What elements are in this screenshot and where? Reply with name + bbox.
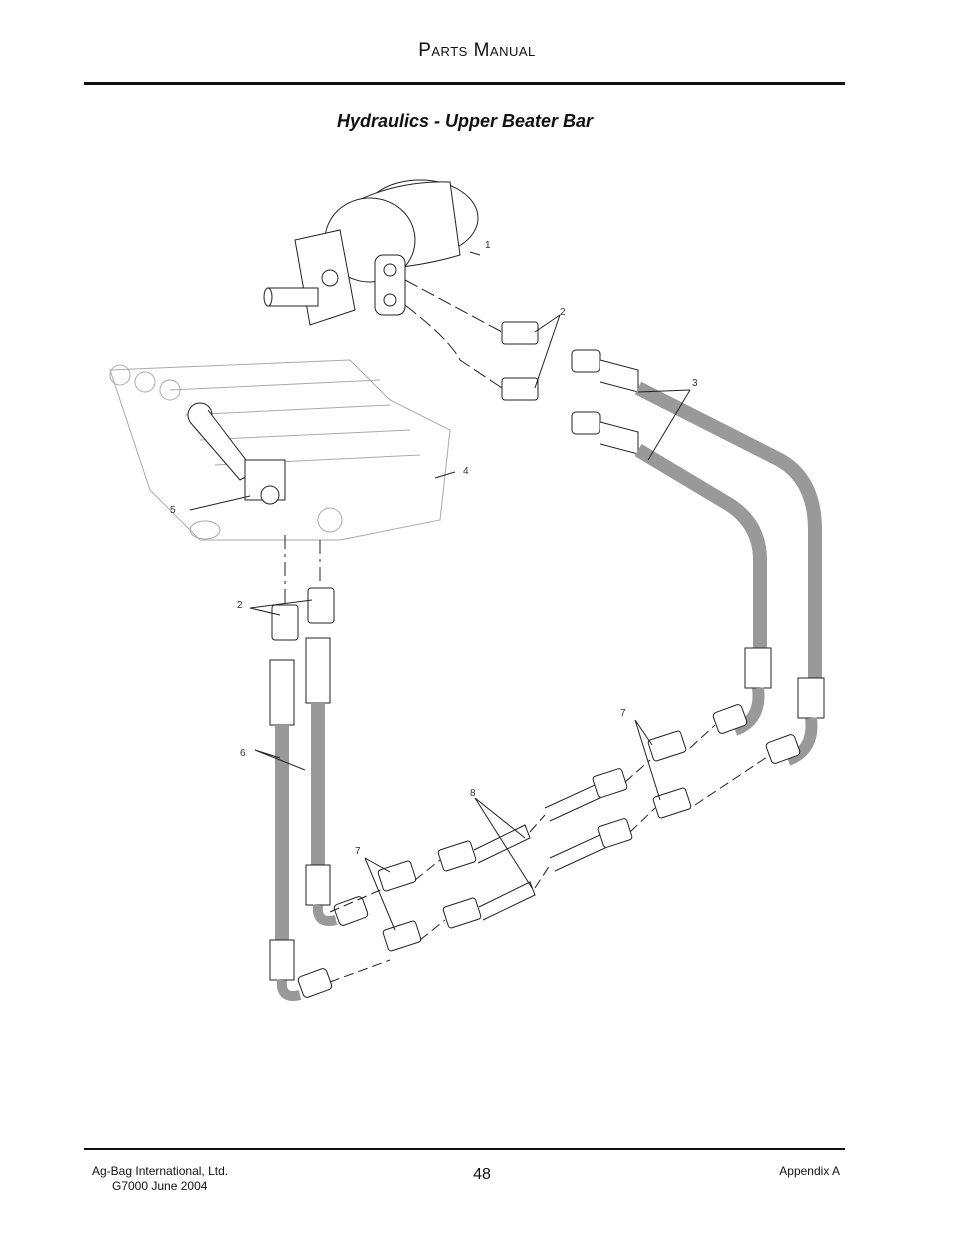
callout-2-upper: 2 xyxy=(560,307,566,318)
hydraulic-motor xyxy=(263,179,479,326)
hoses-lower xyxy=(269,637,369,1001)
footer-rule xyxy=(84,1148,845,1150)
page-number: 48 xyxy=(473,1166,491,1183)
callout-5: 5 xyxy=(170,505,176,516)
callout-4: 4 xyxy=(463,466,469,477)
hydraulics-diagram: 1 2 3 4 5 2 6 7 8 7 xyxy=(109,179,825,1001)
callout-7-right: 7 xyxy=(620,708,626,719)
callout-6: 6 xyxy=(240,748,246,759)
footer-company-block: Ag-Bag International, Ltd. G7000 June 20… xyxy=(92,1164,228,1194)
section-title: Hydraulics - Upper Beater Bar xyxy=(336,111,594,131)
hoses-upper xyxy=(571,349,825,766)
tubes xyxy=(437,768,633,929)
callout-2-lower: 2 xyxy=(237,600,243,611)
footer-company: Ag-Bag International, Ltd. xyxy=(92,1164,229,1178)
footer-model-date: G7000 June 2004 xyxy=(112,1179,208,1193)
page-header-title: Parts Manual xyxy=(418,40,536,61)
control-valve xyxy=(109,359,451,541)
valve-lever xyxy=(187,402,286,505)
callout-8: 8 xyxy=(470,788,476,799)
callout-1: 1 xyxy=(485,240,491,251)
footer-appendix: Appendix A xyxy=(779,1164,840,1178)
header-rule xyxy=(84,82,845,85)
elbow-fittings xyxy=(377,730,692,952)
adapter-fittings-motor xyxy=(404,279,539,401)
adapter-fittings-lower xyxy=(271,587,335,641)
callout-7-left: 7 xyxy=(355,846,361,857)
callout-3: 3 xyxy=(692,378,698,389)
